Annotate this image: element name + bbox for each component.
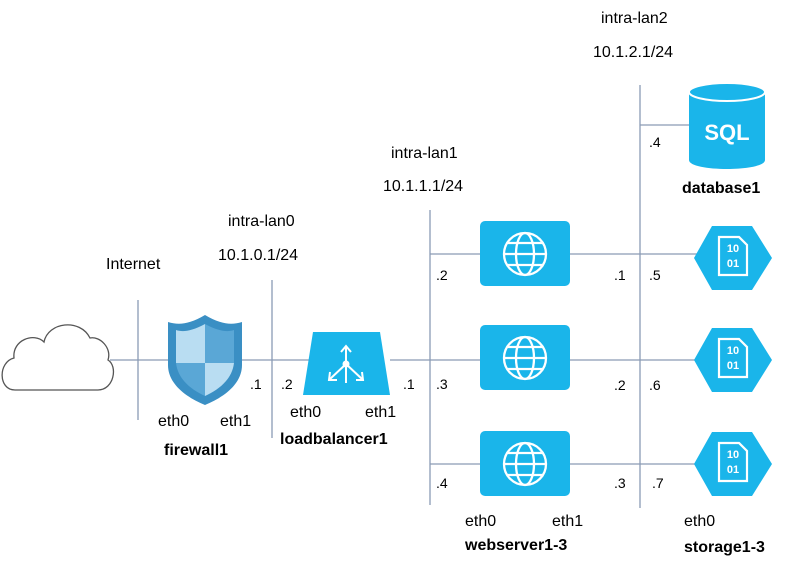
webserver3-ip-lan1: .4 [436,475,448,491]
database-name: database1 [682,180,761,197]
webserver1-ip-lan1: .2 [436,267,448,283]
svg-text:10: 10 [727,243,739,255]
svg-text:01: 01 [727,464,739,476]
webserver1-icon [480,221,570,286]
firewall-eth1-label: eth1 [220,413,252,430]
network-links [110,85,700,508]
lan0-name: intra-lan0 [228,213,295,230]
loadbalancer-name: loadbalancer1 [280,431,388,448]
svg-text:10: 10 [727,345,739,357]
shield-icon [168,315,242,405]
loadbalancer-ip-lan0: .2 [281,376,293,392]
lan2-cidr: 10.1.2.1/24 [593,44,674,61]
webserver1-ip-lan2: .1 [614,267,626,283]
cloud-icon [1,324,115,391]
firewall-ip-lan0: .1 [250,376,262,392]
loadbalancer-ip-lan1: .1 [403,376,415,392]
webserver3-ip-lan2: .3 [614,475,626,491]
firewall-eth0-label: eth0 [158,413,190,430]
internet-label: Internet [106,256,161,273]
database-icon-label: SQL [704,120,749,145]
webserver3-icon [480,431,570,496]
storage1-ip-lan2: .5 [649,267,661,283]
lan1-cidr: 10.1.1.1/24 [383,178,464,195]
storage2-ip-lan2: .6 [649,377,661,393]
webserver-eth0-label: eth0 [465,513,497,530]
storage1-icon: 10 01 [694,226,772,290]
webserver-eth1-label: eth1 [552,513,584,530]
webserver-name: webserver1-3 [465,537,568,554]
lan2-name: intra-lan2 [601,10,668,27]
load-balancer-icon [303,332,390,395]
webserver2-ip-lan1: .3 [436,376,448,392]
loadbalancer-eth0-label: eth0 [290,404,322,421]
svg-text:01: 01 [727,360,739,372]
storage3-icon: 10 01 [694,432,772,496]
storage-eth0-label: eth0 [684,513,716,530]
lan1-name: intra-lan1 [391,145,458,162]
database-icon: SQL [688,82,766,169]
storage-name: storage1-3 [684,539,765,556]
svg-text:10: 10 [727,449,739,461]
lan0-cidr: 10.1.0.1/24 [218,247,299,264]
webserver2-ip-lan2: .2 [614,377,626,393]
webserver2-icon [480,325,570,390]
storage3-ip-lan2: .7 [652,475,664,491]
svg-text:01: 01 [727,258,739,270]
firewall-name: firewall1 [164,442,229,459]
loadbalancer-eth1-label: eth1 [365,404,397,421]
storage2-icon: 10 01 [694,328,772,392]
database-ip-lan2: .4 [649,134,661,150]
